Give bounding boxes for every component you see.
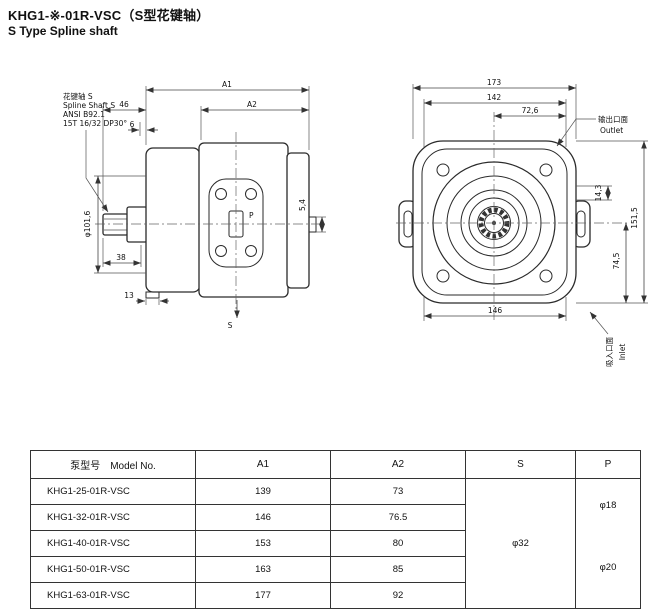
- dim-38: 38: [102, 238, 142, 267]
- dim-173: 173: [412, 78, 577, 139]
- dim-label-72-6: 72,6: [522, 106, 539, 115]
- spec-table: 泵型号 Model No. A1 A2 S P KHG1-25-01R-VSC …: [30, 450, 641, 609]
- dim-label-13: 13: [124, 291, 134, 300]
- dim-6: 6: [128, 120, 158, 136]
- col-header-a2: A2: [330, 450, 466, 479]
- s-value: φ32: [512, 538, 529, 549]
- centerlines: [95, 132, 325, 312]
- model-cell: KHG1-32-01R-VSC: [30, 504, 196, 531]
- dim-label-a1: A1: [222, 80, 232, 89]
- annotation-line: 15T 16/32 DP30°: [63, 119, 127, 128]
- inlet-label-en: Inlet: [618, 344, 627, 361]
- dim-label-38: 38: [116, 253, 126, 262]
- outlet-label-cn: 输出口面: [598, 114, 628, 124]
- table-row: KHG1-32-01R-VSC 146 76.5: [30, 504, 641, 531]
- dim-14-3: 14,3: [576, 184, 612, 201]
- model-cell: KHG1-40-01R-VSC: [30, 530, 196, 557]
- a1-cell: 139: [195, 478, 331, 505]
- a2-cell: 85: [330, 556, 466, 583]
- dim-label-dia101-6: φ101,6: [83, 211, 92, 238]
- dim-label-151-5: 151,5: [630, 207, 639, 229]
- shaft-label: S: [228, 321, 233, 330]
- p-value-cell: φ18 φ20: [575, 478, 641, 609]
- dim-label-14-3: 14,3: [594, 184, 603, 201]
- a1-cell: 153: [195, 530, 331, 557]
- col-header-s: S: [465, 450, 576, 479]
- side-view: P 花键轴 S Spline Shaft S ANSI B92.1 15T 16…: [63, 80, 326, 330]
- table-row: KHG1-50-01R-VSC 163 85: [30, 556, 641, 583]
- col-header-model: 泵型号 Model No.: [30, 450, 196, 479]
- table-header-row: 泵型号 Model No. A1 A2 S P: [30, 450, 641, 479]
- dim-a1: A1: [145, 80, 310, 150]
- inlet-label-cn: 吸入口面: [605, 337, 614, 367]
- outlet-label-en: Outlet: [600, 126, 623, 135]
- dim-142: 142: [423, 93, 567, 147]
- dim-46: 46: [102, 100, 146, 211]
- a1-cell: 146: [195, 504, 331, 531]
- dim-label-146: 146: [488, 306, 503, 315]
- inlet-callout: 吸入口面 Inlet: [589, 311, 627, 367]
- a1-cell: 163: [195, 556, 331, 583]
- page-subtitle: S Type Spline shaft: [8, 24, 118, 38]
- dim-a2: A2: [200, 100, 309, 140]
- p-value-lower: φ20: [599, 562, 617, 573]
- table-row: KHG1-25-01R-VSC 139 73 φ32 φ18 φ20: [30, 478, 641, 609]
- a2-cell: 76.5: [330, 504, 466, 531]
- annotation-line: ANSI B92.1: [63, 110, 105, 119]
- model-cell: KHG1-25-01R-VSC: [30, 478, 196, 505]
- dim-74-5: 74,5: [612, 223, 629, 303]
- page-title: KHG1-※-01R-VSC（S型花键轴）: [8, 8, 210, 23]
- col-header-p: P: [575, 450, 641, 479]
- annotation-line: Spline Shaft S: [63, 101, 115, 110]
- dim-label-173: 173: [487, 78, 502, 87]
- p-value-upper: φ18: [599, 500, 617, 511]
- dim-146: 146: [423, 297, 567, 321]
- spline-annotation: 花键轴 S Spline Shaft S ANSI B92.1 15T 16/3…: [63, 91, 127, 213]
- dim-151-5: 151,5: [576, 140, 648, 304]
- dim-label-6: 6: [130, 120, 135, 129]
- dim-5-4: 5,4: [298, 199, 326, 233]
- col-header-a1: A1: [195, 450, 331, 479]
- dim-label-74-5: 74,5: [612, 252, 621, 269]
- annotation-line: 花键轴 S: [63, 91, 93, 101]
- s-value-cell: φ32: [465, 478, 576, 609]
- dim-72-6: 72,6: [494, 106, 566, 119]
- a2-cell: 92: [330, 582, 466, 609]
- front-view: 173 142 72,6 146 1: [396, 78, 648, 367]
- a1-cell: 177: [195, 582, 331, 609]
- a2-cell: 73: [330, 478, 466, 505]
- dim-label-5-4: 5,4: [298, 199, 307, 211]
- shaft-direction-marker: S: [228, 300, 240, 330]
- dim-13: 13: [124, 291, 169, 305]
- centerlines: [396, 112, 630, 322]
- technical-drawing: P 花键轴 S Spline Shaft S ANSI B92.1 15T 16…: [63, 78, 648, 367]
- outlet-callout: 输出口面 Outlet: [556, 114, 628, 147]
- model-cell: KHG1-50-01R-VSC: [30, 556, 196, 583]
- table-row: KHG1-63-01R-VSC 177 92: [30, 582, 641, 609]
- dim-label-142: 142: [487, 93, 502, 102]
- port-label: P: [249, 211, 254, 220]
- dim-label-a2: A2: [247, 100, 257, 109]
- model-cell: KHG1-63-01R-VSC: [30, 582, 196, 609]
- a2-cell: 80: [330, 530, 466, 557]
- dim-dia101-6: φ101,6: [83, 175, 146, 274]
- dim-label-46: 46: [119, 100, 129, 109]
